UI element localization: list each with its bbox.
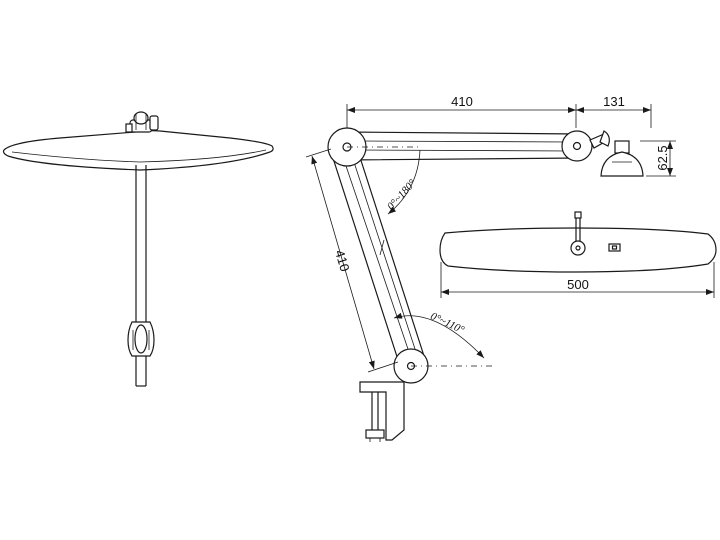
front-shade (2, 130, 274, 171)
dim-lamp-width-label: 500 (567, 277, 589, 292)
desk-clamp (359, 381, 405, 442)
angle-upper-label: 0°~180° (385, 177, 419, 213)
dim-upper-arm: 410 131 (346, 94, 652, 128)
dim-upper-arm-label: 410 (451, 94, 473, 109)
lamp-head (600, 140, 644, 177)
upper-arm (344, 131, 581, 161)
dim-lower-arm: 410 (305, 148, 399, 373)
top-view: 500 (439, 211, 717, 298)
angle-lower-label: 0°~110° (428, 310, 466, 336)
front-view (2, 111, 274, 387)
dim-head-height: 62.5 (640, 140, 676, 177)
top-stem (570, 211, 586, 256)
head-joint (561, 130, 610, 162)
front-clamp-knob (127, 321, 155, 357)
dim-head-height-label: 62.5 (655, 145, 670, 170)
dim-lamp-width: 500 (440, 262, 715, 298)
dim-head-offset-label: 131 (603, 94, 625, 109)
dim-lower-arm-label: 410 (332, 248, 353, 273)
side-view: 410 131 62.5 410 0°~180° 0°~110° (305, 94, 676, 442)
front-head-knob (125, 111, 159, 133)
switch-icon (608, 243, 621, 252)
